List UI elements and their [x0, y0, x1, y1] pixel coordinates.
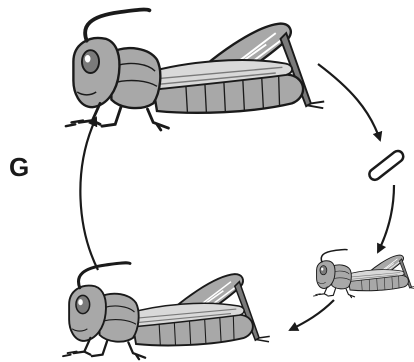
- egg-icon: [367, 149, 405, 182]
- arrow-young-to-adult: [80, 118, 98, 270]
- arrow-egg-to-nymph: [378, 185, 394, 252]
- arrow-adult-to-egg: [318, 64, 380, 140]
- adult-grasshopper-icon: [66, 10, 324, 130]
- nymph-grasshopper-icon: [314, 249, 414, 297]
- diagram-label: G: [9, 152, 29, 183]
- arrow-nymph-to-young: [290, 300, 334, 330]
- young-grasshopper-icon: [63, 263, 270, 359]
